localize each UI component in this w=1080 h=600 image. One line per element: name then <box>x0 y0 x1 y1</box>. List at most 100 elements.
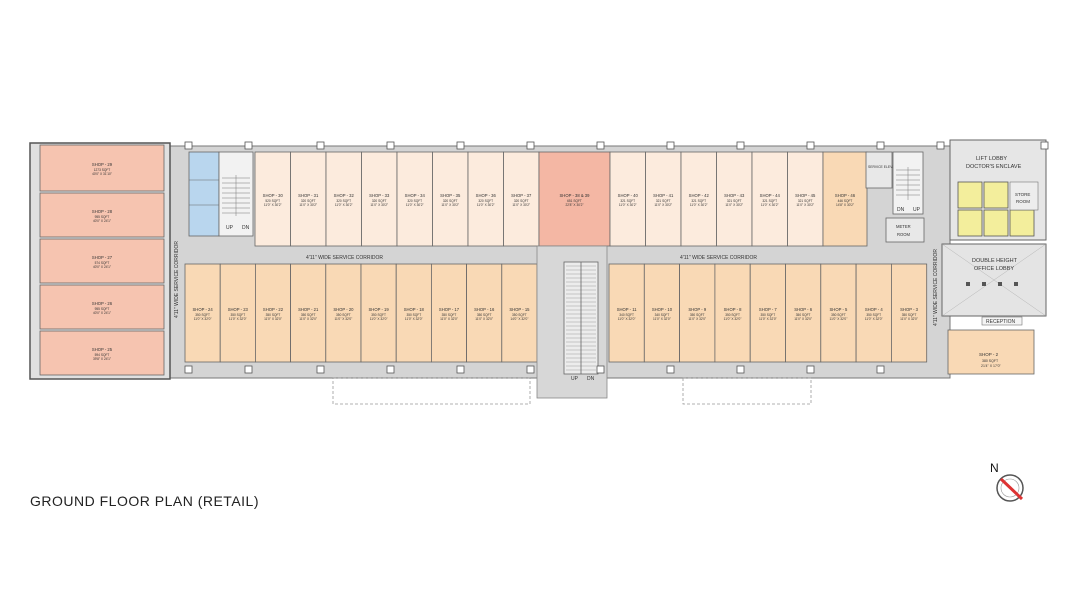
canopy-outline-left <box>332 377 531 405</box>
column-marker <box>184 365 193 374</box>
top-shop-dim: 14'8" X 30'2" <box>836 203 854 207</box>
bottom-shop-area: 340 SQFT <box>619 313 634 317</box>
canopy-outline-right <box>682 377 812 405</box>
left-shop-area: 955 SQFT <box>95 307 110 311</box>
meter-room-label-2: ROOM <box>897 232 911 237</box>
bottom-shop-area: 350 SQFT <box>406 313 421 317</box>
left-shop-area: 574 SQFT <box>95 261 110 265</box>
left-shop-dim: 39'8" X 24'1" <box>93 357 111 361</box>
bottom-shop-name: SHOP - 4 <box>865 307 884 312</box>
plan-title: GROUND FLOOR PLAN (RETAIL) <box>30 493 259 509</box>
top-shop-dim: 11'0" X 30'2" <box>264 203 282 207</box>
bottom-shop-name: SHOP - 6 <box>794 307 813 312</box>
top-shop-name: SHOP - 34 <box>405 193 426 198</box>
left-shop-name: SHOP - 26 <box>92 301 113 306</box>
bottom-shop-area: 350 SQFT <box>371 313 386 317</box>
bottom-shop-area: 350 SQFT <box>195 313 210 317</box>
top-shop-dim: 11'0" X 30'2" <box>512 203 530 207</box>
top-shop-name: SHOP - 43 <box>724 193 745 198</box>
top-shop-name: SHOP - 36 <box>476 193 497 198</box>
left-shop-dim: 40'0" X 31'10" <box>92 172 112 176</box>
shop-2-dim: 21'4" X 17'0" <box>981 364 1002 368</box>
bottom-shop-area: 350 SQFT <box>690 313 705 317</box>
top-shop-name: SHOP - 46 <box>835 193 856 198</box>
left-shop-area: 955 SQFT <box>95 215 110 219</box>
left-shop-dim: 40'0" X 24'1" <box>93 311 111 315</box>
left-shop-area: 1273 SQFT <box>94 168 111 172</box>
bottom-shop-area: 350 SQFT <box>266 313 281 317</box>
bottom-shop-name: SHOP - 3 <box>900 307 919 312</box>
right-stair-up-label: UP <box>913 207 921 213</box>
top-shop-name: SHOP - 44 <box>760 193 781 198</box>
bottom-shop-name: SHOP - 9 <box>688 307 707 312</box>
bottom-shop-dim: 11'0" X 32'0" <box>900 317 918 321</box>
bottom-shop-area: 350 SQFT <box>866 313 881 317</box>
bottom-shop-dim: 11'0" X 32'0" <box>830 317 848 321</box>
lift-cabin <box>983 181 1009 209</box>
top-shop-name: SHOP - 35 <box>440 193 461 198</box>
top-shop-area: 321 SQFT <box>798 199 813 203</box>
north-label: N <box>990 461 999 475</box>
top-shop-dim: 11'0" X 30'2" <box>619 203 637 207</box>
top-shop-name: SHOP - 45 <box>795 193 816 198</box>
left-shop-dim: 40'0" X 24'1" <box>93 219 111 223</box>
column-marker <box>526 365 535 374</box>
lift-cabin <box>983 209 1009 237</box>
bottom-shop-dim: 11'0" X 32'0" <box>794 317 812 321</box>
top-shop-dim: 11'0" X 30'2" <box>654 203 672 207</box>
reception-label: RECEPTION <box>986 319 1016 325</box>
left-shop-name: SHOP - 27 <box>92 255 113 260</box>
column-marker <box>244 141 253 150</box>
meter-room-label-1: METER <box>896 224 911 229</box>
north-arrow-icon <box>996 474 1024 502</box>
toilet-block <box>188 151 220 237</box>
top-shop-dim: 11'0" X 30'2" <box>335 203 353 207</box>
bottom-shop-area: 350 SQFT <box>301 313 316 317</box>
bottom-shop-area: 350 SQFT <box>230 313 245 317</box>
column-marker <box>386 365 395 374</box>
top-shop-dim: 11'0" X 30'2" <box>299 203 317 207</box>
left-shop-name: SHOP - 29 <box>92 162 113 167</box>
top-shop-name: SHOP - 33 <box>369 193 390 198</box>
top-shop-area: 651 SQFT <box>567 199 582 203</box>
bottom-shop-name: SHOP - 20 <box>333 307 354 312</box>
bottom-shop-name: SHOP - 15 <box>509 307 530 312</box>
column-marker <box>316 365 325 374</box>
top-shop-area: 320 SQFT <box>407 199 422 203</box>
top-shop-name: SHOP - 40 <box>618 193 639 198</box>
column-marker <box>596 365 605 374</box>
column-marker <box>806 365 815 374</box>
double-height-label: DOUBLE HEIGHT <box>972 258 1018 264</box>
bottom-shop-area: 350 SQFT <box>442 313 457 317</box>
shop-2-name: SHOP - 2 <box>979 352 999 357</box>
top-shop-dim: 11'0" X 30'2" <box>796 203 814 207</box>
top-shop-dim: 11'0" X 30'2" <box>370 203 388 207</box>
corridor-label-right-vertical: 4'11" WIDE SERVICE CORRIDOR <box>933 249 939 326</box>
column-marker <box>736 141 745 150</box>
column-marker <box>526 141 535 150</box>
bottom-shop-name: SHOP - 18 <box>404 307 425 312</box>
